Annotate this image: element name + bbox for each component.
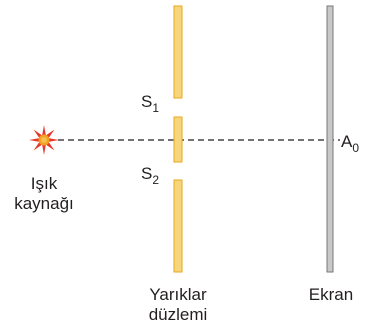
slit-plane-label-line1: Yarıklar: [149, 285, 207, 304]
light-source-label-line1: Işık: [30, 174, 58, 193]
point-a0-label: A0: [341, 132, 360, 155]
observation-screen: [326, 5, 334, 273]
slit-barrier-bottom: [173, 179, 183, 273]
slit-2-label: S2: [141, 164, 160, 187]
light-source-icon: [29, 125, 59, 155]
light-source-label: Işık kaynağı: [0, 174, 88, 214]
screen-label: Ekran: [308, 285, 354, 304]
slit-plane-label-line2: düzlemi: [148, 305, 208, 324]
light-source-label-line2: kaynağı: [14, 194, 74, 213]
slit-plane-label: Yarıklar düzlemi: [128, 285, 228, 325]
slit-1-label: S1: [141, 92, 160, 115]
light-source-center: [41, 137, 47, 143]
slit-barrier-middle: [173, 116, 183, 163]
slit-barrier-top: [173, 5, 183, 99]
